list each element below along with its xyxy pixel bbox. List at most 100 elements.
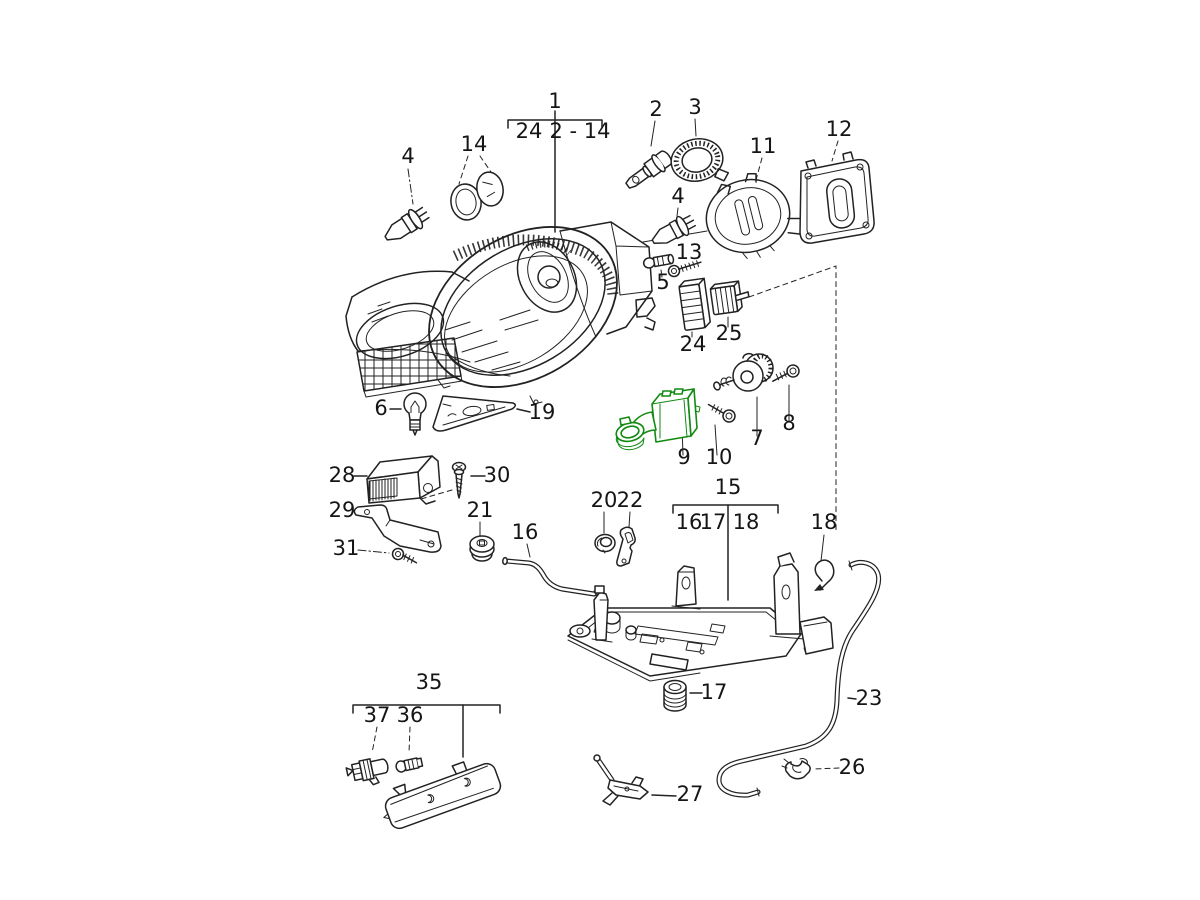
callout-10[interactable]: 10 (706, 445, 733, 469)
connector-25-drawing (709, 280, 750, 316)
hose-23-drawing (716, 559, 882, 798)
callout-group-30: 30 (420, 463, 511, 500)
callout-31[interactable]: 31 (333, 536, 360, 560)
callout-group-10: 10 (706, 424, 733, 469)
callout-16[interactable]: 16 (512, 520, 539, 544)
callout-15-17[interactable]: 17 (700, 510, 727, 534)
callout-12[interactable]: 12 (826, 117, 853, 141)
screw-30-drawing (451, 461, 467, 499)
callout-22[interactable]: 22 (617, 488, 644, 512)
retaining-ring-3-drawing (670, 138, 730, 182)
callout-group-13: 13 (676, 240, 703, 264)
bulb-4-mid-drawing (651, 214, 697, 244)
bulb-6-drawing (403, 392, 427, 436)
callout-3[interactable]: 3 (688, 95, 701, 119)
bulb-5-drawing (642, 253, 675, 269)
callout-9[interactable]: 9 (677, 445, 690, 469)
callout-28[interactable]: 28 (329, 463, 356, 487)
damper-17-drawing (663, 679, 687, 712)
callout-6[interactable]: 6 (374, 396, 387, 420)
callout-group-16: 16 (512, 520, 539, 558)
callout-2[interactable]: 2 (649, 97, 662, 121)
bracket-27-drawing (593, 754, 649, 806)
callout-group-14: 14 (458, 132, 492, 185)
callout-29[interactable]: 29 (329, 498, 356, 522)
callout-24-group[interactable]: 24 (516, 119, 543, 143)
callout-group-26: 26 (813, 755, 866, 779)
callout-group-18: 18 (811, 510, 838, 562)
callout-group-28: 28 (329, 463, 368, 487)
callout-26[interactable]: 26 (839, 755, 866, 779)
frame-11-drawing (642, 173, 810, 259)
callout-13[interactable]: 13 (676, 240, 703, 264)
callout-15-18[interactable]: 18 (733, 510, 760, 534)
screw-13-drawing (667, 260, 702, 278)
callout-group-4-left: 4 (401, 144, 415, 205)
callout-24[interactable]: 24 (680, 332, 707, 356)
callout-23[interactable]: 23 (856, 686, 883, 710)
connector-24-drawing (678, 277, 711, 331)
callout-19[interactable]: 19 (529, 400, 556, 424)
bulb-4-left-drawing (384, 206, 430, 241)
control-unit-12-drawing (799, 151, 875, 244)
callout-5[interactable]: 5 (656, 270, 669, 294)
callout-group-25: 25 (716, 316, 743, 345)
callout-4b[interactable]: 4 (671, 184, 684, 208)
callout-group-2: 2 (649, 97, 663, 147)
headlamp-housing-drawing (345, 221, 656, 405)
callout-20[interactable]: 20 (591, 488, 618, 512)
callout-14[interactable]: 14 (461, 132, 488, 156)
screw-8-drawing (772, 364, 800, 382)
callout-7[interactable]: 7 (750, 426, 763, 450)
callout-group-3: 3 (688, 95, 702, 137)
callout-36[interactable]: 36 (397, 703, 424, 727)
callout-18[interactable]: 18 (811, 510, 838, 534)
callout-11[interactable]: 11 (750, 134, 777, 158)
callout-8[interactable]: 8 (782, 411, 795, 435)
grommet-20-drawing (594, 533, 616, 554)
callout-group-17: 17 (689, 680, 728, 704)
callout-21[interactable]: 21 (467, 498, 494, 522)
clip-26-drawing (781, 758, 811, 780)
callout-group-11: 11 (750, 134, 777, 181)
callout-group-20: 20 (591, 488, 618, 534)
callout-group-5: 5 (656, 269, 670, 294)
cover-19-drawing (432, 395, 516, 432)
assembly-bracket: 1 24 2 - 14 (507, 89, 611, 233)
callout-1[interactable]: 1 (548, 89, 561, 113)
callout-17[interactable]: 17 (701, 680, 728, 704)
side-marker-lamp-drawing (383, 761, 502, 830)
callout-15-16[interactable]: 16 (676, 510, 703, 534)
callout-group-8: 8 (782, 384, 796, 435)
callout-37[interactable]: 37 (364, 703, 391, 727)
hook-18-drawing (814, 559, 835, 591)
callout-group-27: 27 (651, 782, 704, 806)
screw-31-drawing (391, 547, 418, 564)
socket-37-drawing (345, 758, 389, 786)
reference-line-18 (748, 265, 837, 531)
callout-group-7: 7 (750, 396, 764, 450)
callout-group-24: 24 (680, 331, 707, 356)
callout-25[interactable]: 25 (716, 321, 743, 345)
callout-group-23: 23 (847, 686, 883, 710)
callout-27[interactable]: 27 (677, 782, 704, 806)
callout-30[interactable]: 30 (484, 463, 511, 487)
bulb-36-drawing (395, 757, 424, 773)
callout-35[interactable]: 35 (416, 670, 443, 694)
callout-15[interactable]: 15 (715, 475, 742, 499)
carrier-bracket-15: 15 16 17 18 (672, 475, 779, 601)
callout-4a[interactable]: 4 (401, 144, 414, 168)
callout-group-21: 21 (467, 498, 494, 539)
xenon-bulb-2-drawing (625, 150, 673, 189)
callout-group-31: 31 (333, 536, 390, 560)
caps-14-drawing (450, 171, 504, 221)
module-28-drawing (366, 455, 441, 505)
screw-10-drawing (707, 403, 736, 423)
rod-16-drawing (502, 556, 602, 597)
callout-group-19: 19 (516, 400, 556, 424)
grommet-21-drawing (469, 535, 495, 562)
callout-2-14-group[interactable]: 2 - 14 (549, 119, 610, 143)
leveling-motor-9-drawing[interactable] (614, 388, 701, 451)
